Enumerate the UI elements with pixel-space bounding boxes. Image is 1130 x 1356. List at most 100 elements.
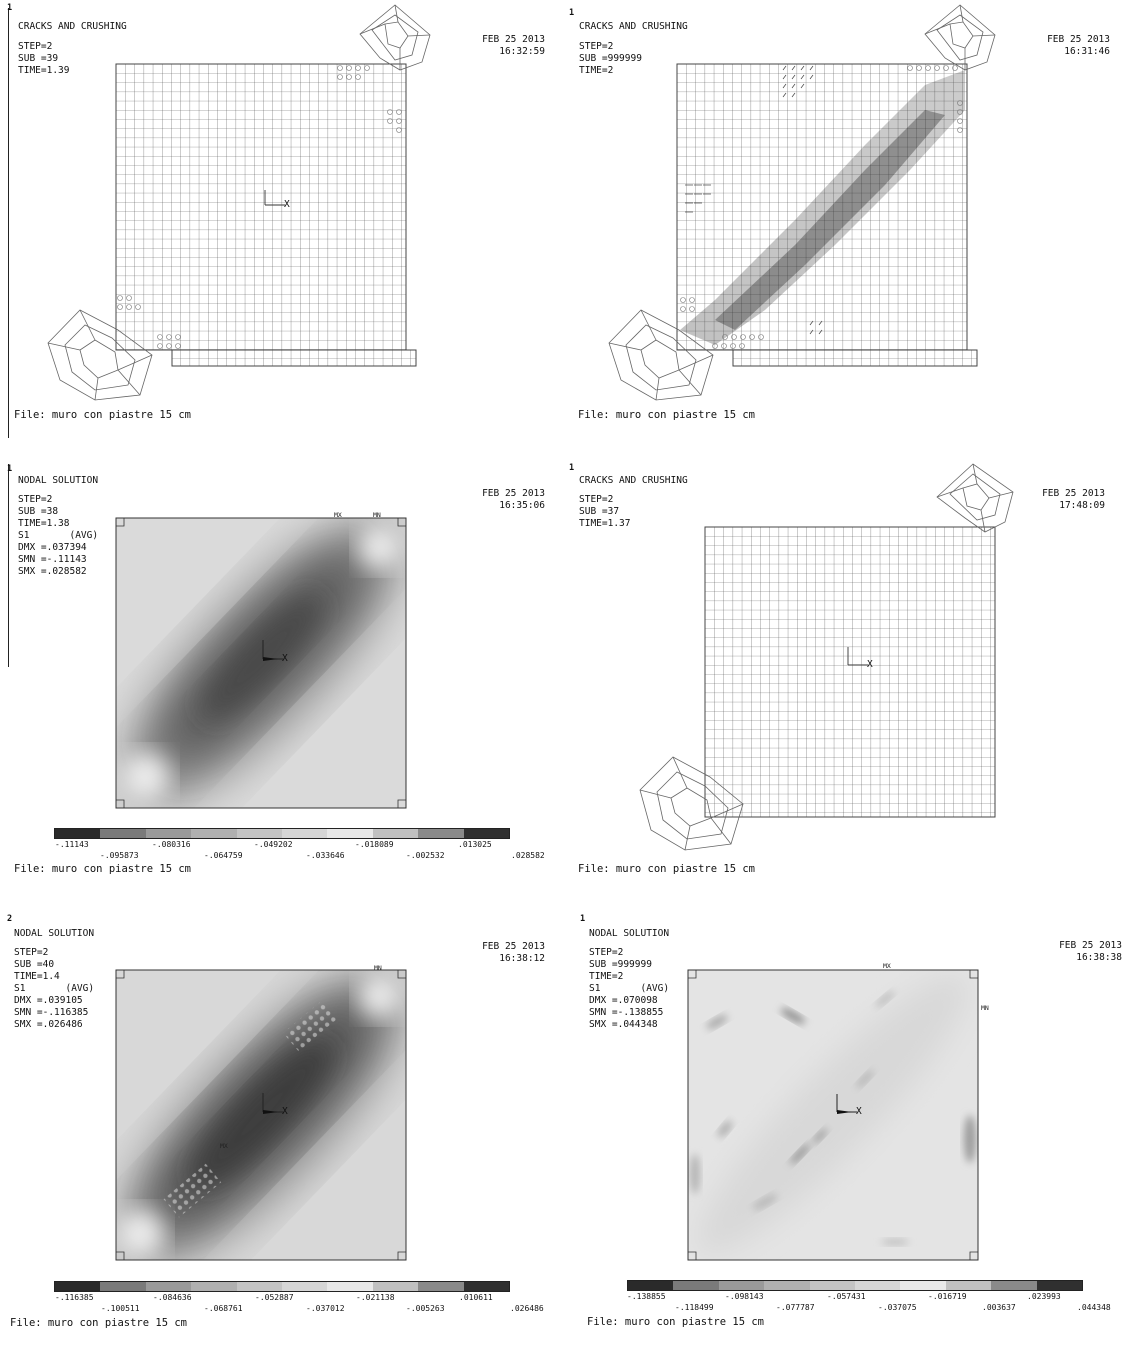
info-time: TIME=1.4 [14,971,60,982]
legend-band [282,1282,328,1291]
info-step: STEP=2 [579,494,614,505]
info-step: STEP=2 [589,947,624,958]
legend-label: -.11143 [55,840,89,849]
legend-band [372,1282,419,1291]
plot-title: NODAL SOLUTION [18,475,99,486]
mesh-plot [608,4,996,401]
legend-band [327,829,373,838]
info-sub: SUB =999999 [589,959,652,970]
legend-label: -.116385 [55,1293,94,1302]
plot-date: FEB 25 2013 [1047,34,1110,45]
info-time: TIME=1.37 [579,518,631,529]
info-smn: SMN =-.116385 [14,1007,89,1018]
legend-band [372,829,419,838]
window-number: 1 [7,3,13,13]
legend-label: .028582 [511,851,545,860]
legend-band [327,1282,373,1291]
legend-band [855,1281,901,1290]
info-dmx: DMX =.037394 [18,542,87,553]
info-time: TIME=2 [589,971,624,982]
mesh-plot [639,463,1014,851]
legend-band [718,1281,765,1290]
info-sub: SUB =38 [18,506,59,517]
legend-label: -.068761 [204,1304,243,1313]
contour-plot [115,969,407,1261]
plot-frame-line [8,464,9,667]
info-smx: SMX =.026486 [14,1019,83,1030]
legend-label: -.033646 [306,851,345,860]
info-result: S1 (AVG) [18,530,99,541]
info-step: STEP=2 [579,41,614,52]
marker-mx: MX [334,511,342,519]
legend-label: -.084636 [153,1293,192,1302]
panel-nodal-sub40: 2 NODAL SOLUTION STEP=2 SUB =40 TIME=1.4… [0,904,565,1356]
file-name: File: muro con piastre 15 cm [587,1316,765,1328]
window-number: 1 [7,464,13,474]
legend-band [191,1282,237,1291]
plot-time: 16:31:46 [1064,46,1110,57]
legend-label: -.098143 [725,1292,764,1301]
contour-plot [115,517,407,809]
legend-label: -.080316 [152,840,191,849]
legend-label: -.064759 [204,851,243,860]
legend-band [282,829,328,838]
window-number: 1 [569,8,575,18]
legend-band [809,1281,855,1290]
color-legend [54,828,510,839]
legend-label: .010611 [459,1293,493,1302]
legend-band [945,1281,992,1290]
legend-label: .026486 [510,1304,544,1313]
legend-label: .044348 [1077,1303,1111,1312]
legend-label: -.057431 [827,1292,866,1301]
legend-label: -.018089 [355,840,394,849]
plot-time: 16:38:12 [499,953,545,964]
legend-band [418,1282,464,1291]
legend-label: -.016719 [928,1292,967,1301]
axis-x-label: X [282,653,288,664]
info-smx: SMX =.028582 [18,566,87,577]
info-smn: SMN =-.138855 [589,1007,664,1018]
marker-mn: MN [981,1004,989,1012]
file-name: File: muro con piastre 15 cm [14,409,192,421]
plot-frame-line [8,8,9,438]
plot-date: FEB 25 2013 [482,34,545,45]
legend-label: -.037012 [306,1304,345,1313]
legend-band [236,1282,282,1291]
plot-date: FEB 25 2013 [482,488,545,499]
legend-label: .003637 [982,1303,1016,1312]
info-sub: SUB =37 [579,506,620,517]
legend-band [1036,1281,1082,1290]
legend-label: -.100511 [101,1304,140,1313]
plot-time: 17:48:09 [1059,500,1105,511]
info-sub: SUB =39 [18,53,59,64]
panel-cracks-sub39: 1 CRACKS AND CRUSHING STEP=2 SUB =39 TIM… [0,0,565,452]
plot-time: 16:38:38 [1076,952,1122,963]
contour-plot [687,969,979,1261]
plot-date: FEB 25 2013 [1042,488,1105,499]
legend-label: -.052887 [255,1293,294,1302]
legend-band [463,1282,509,1291]
plot-date: FEB 25 2013 [1059,940,1122,951]
legend-label: -.037075 [878,1303,917,1312]
legend-label: -.002532 [406,851,445,860]
legend-band [55,829,101,838]
info-time: TIME=2 [579,65,614,76]
legend-band [900,1281,946,1290]
window-number: 1 [569,463,575,473]
info-dmx: DMX =.070098 [589,995,658,1006]
legend-label: -.118499 [675,1303,714,1312]
marker-mn: MN [373,511,381,519]
legend-band [418,829,464,838]
axis-x-label: X [282,1106,288,1117]
legend-band [673,1281,719,1290]
window-number: 2 [7,914,13,924]
info-step: STEP=2 [18,41,53,52]
legend-band [145,829,192,838]
legend-band [100,1282,146,1291]
legend-band [463,829,509,838]
plot-title: CRACKS AND CRUSHING [18,21,127,32]
window-number: 1 [580,914,586,924]
info-time: TIME=1.38 [18,518,70,529]
legend-band [55,1282,101,1291]
color-legend [54,1281,510,1292]
